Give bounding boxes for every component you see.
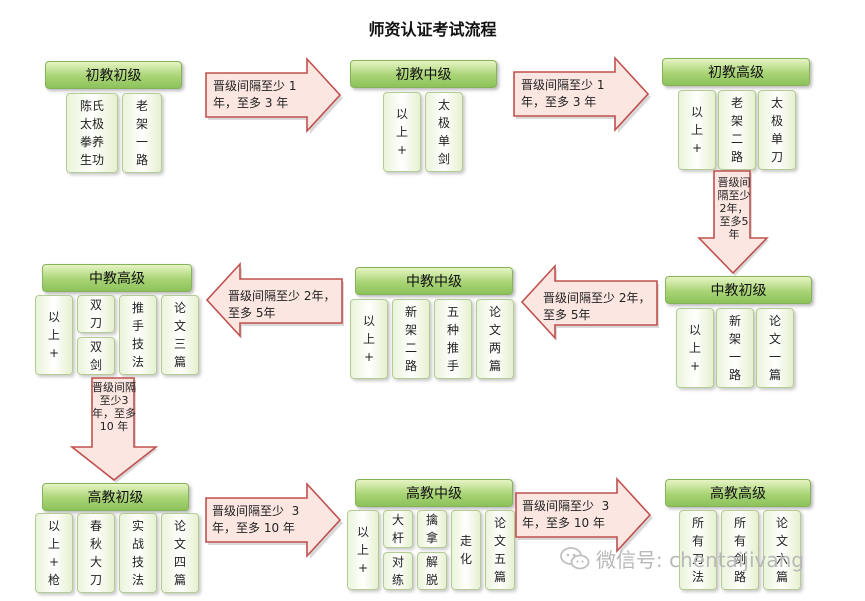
level-header-gaojiao-gaoji: 高教高级 (665, 479, 811, 507)
level-item: 论 文 三 篇 (161, 295, 199, 375)
level-header-gaojiao-zhongji: 高教中级 (355, 479, 513, 507)
page-title: 师资认证考试流程 (368, 20, 497, 39)
level-item: 以 上 + 枪 (35, 513, 73, 593)
level-item: 新 架 一 路 (716, 308, 754, 388)
level-item: 双 剑 (77, 337, 115, 375)
level-item: 以 上 + (676, 308, 714, 388)
arrow-label: 晋级间隔至少 2年， 至多 5年 (228, 289, 336, 320)
arrow-label: 晋级间隔至少 2年， 至多 5年 (543, 291, 651, 322)
arrow-label: 晋级间隔至少 1 年，至多 3 年 (521, 78, 605, 109)
level-item: 论 文 一 篇 (756, 308, 794, 388)
level-item: 论 文 六 篇 (763, 510, 801, 590)
arrow-right-icon (205, 56, 343, 134)
level-item: 以 上 + (347, 510, 379, 590)
level-item: 解 脱 (417, 552, 447, 590)
level-item: 太 极 单 剑 (425, 92, 463, 172)
arrow-label: 晋级间隔至少 1 年，至多 3 年 (213, 79, 297, 110)
wechat-icon (560, 546, 590, 569)
level-item: 新 架 二 路 (392, 299, 430, 379)
arrow-right-icon (513, 55, 651, 133)
level-item: 陈氏 太极 拳养 生功 (66, 93, 118, 173)
arrow-label: 晋级间隔至少 2年，至多5年 (717, 176, 751, 241)
arrow-down-icon (697, 170, 769, 276)
level-item: 走 化 (451, 510, 481, 590)
level-item: 实 战 技 法 (119, 513, 157, 593)
arrow-label: 晋级间隔至少3 年，至多 10 年 (92, 381, 136, 433)
level-item: 双 刀 (77, 295, 115, 333)
level-item: 以 上 + (678, 90, 716, 170)
level-item: 太 极 单 刀 (758, 90, 796, 170)
arrow-down-icon (69, 377, 159, 483)
level-header-chujiao-chuji: 初教初级 (45, 61, 182, 89)
level-item: 擒 拿 (417, 510, 447, 548)
level-item: 所 有 剑 路 (721, 510, 759, 590)
level-item: 老 架 一 路 (122, 93, 162, 173)
level-header-zhongjiao-gaoji: 中教高级 (42, 264, 192, 292)
level-item: 推 手 技 法 (119, 295, 157, 375)
arrow-label: 晋级间隔至少 3 年，至多 10 年 (212, 504, 300, 535)
arrow-label: 晋级间隔至少 3 年，至多 10 年 (522, 499, 610, 530)
level-item: 对 练 (383, 552, 413, 590)
level-item: 论 文 四 篇 (161, 513, 199, 593)
level-item: 论 文 五 篇 (485, 510, 515, 590)
level-item: 老 架 二 路 (718, 90, 756, 170)
level-header-chujiao-gaoji: 初教高级 (662, 58, 810, 86)
level-item: 以 上 + (350, 299, 388, 379)
level-header-gaojiao-chuji: 高教初级 (42, 483, 189, 511)
level-item: 以 上 + (383, 92, 421, 172)
level-item: 论 文 两 篇 (476, 299, 514, 379)
level-item: 以 上 + (35, 295, 73, 375)
level-item: 五 种 推 手 (434, 299, 472, 379)
level-header-chujiao-zhongji: 初教中级 (350, 60, 497, 88)
arrow-right-icon (205, 481, 343, 559)
arrow-left-icon (520, 263, 659, 341)
arrow-left-icon (205, 261, 344, 339)
level-header-zhongjiao-chuji: 中教初级 (665, 276, 812, 304)
level-item: 春 秋 大 刀 (77, 513, 115, 593)
level-item: 所 有 刀 法 (679, 510, 717, 590)
watermark-text: 微信号: chentaijivang (596, 548, 804, 572)
watermark: 微信号: chentaijivang (560, 544, 804, 573)
level-header-zhongjiao-zhongji: 中教中级 (355, 267, 513, 295)
arrow-right-icon (515, 476, 653, 554)
level-item: 大 杆 (383, 510, 413, 548)
